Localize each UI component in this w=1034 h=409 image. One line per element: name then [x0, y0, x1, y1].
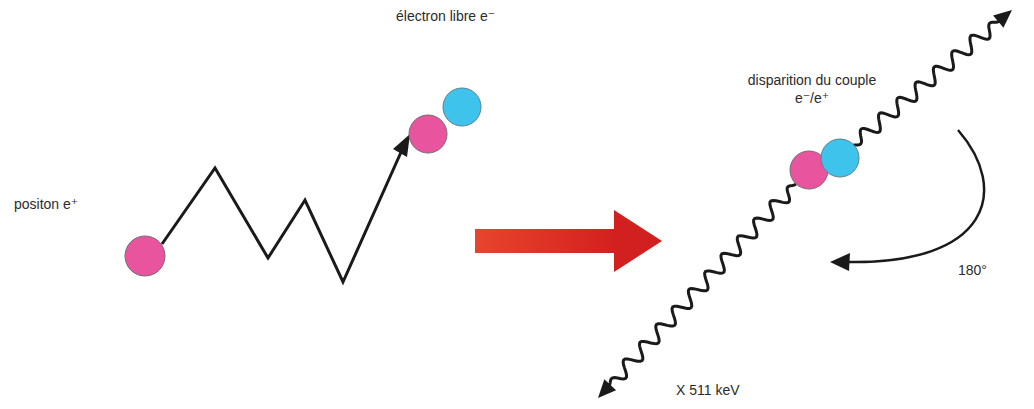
process-label: disparition du couple e⁻/e⁺	[742, 72, 882, 107]
angle-label: 180°	[958, 262, 987, 280]
particle-label: positon e⁺	[14, 196, 78, 214]
transition-arrow-body	[475, 229, 620, 253]
energy-label: X 511 keV	[676, 382, 740, 400]
photon-arrowhead	[993, 10, 1012, 28]
angle-arrowhead	[830, 253, 850, 271]
electron-circle	[443, 88, 481, 126]
photon-wave	[609, 184, 796, 386]
photon-arrowhead	[598, 379, 616, 398]
positron-circle	[409, 115, 447, 153]
photon-waves	[598, 10, 1012, 398]
transition-arrow-head	[614, 210, 662, 272]
positron-circle	[125, 236, 165, 276]
electron-circle	[821, 139, 859, 177]
particle-label: électron libre e⁻	[396, 8, 495, 26]
positron-track	[162, 150, 402, 282]
angle-arc	[846, 130, 984, 262]
track-arrowhead	[393, 134, 410, 157]
